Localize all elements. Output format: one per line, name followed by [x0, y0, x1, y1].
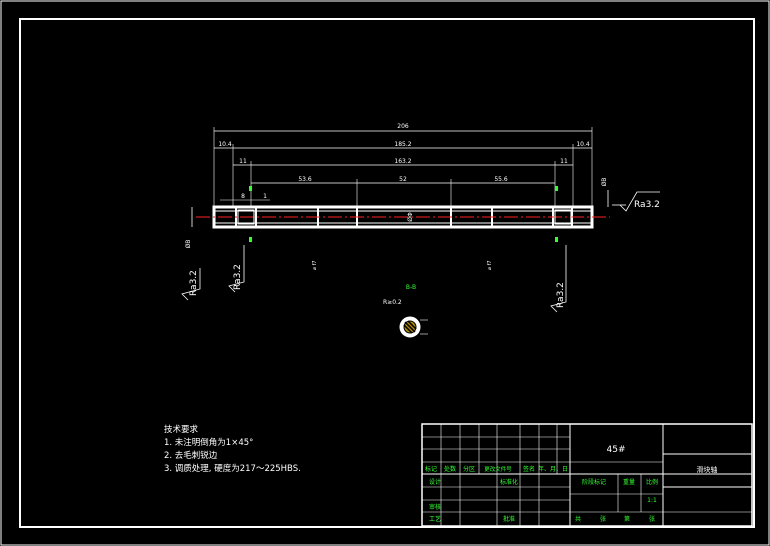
roughness-right-mid: Ra3.2 [550, 245, 567, 313]
dim-center-span: 163.2 [394, 158, 411, 165]
svg-text:分区: 分区 [463, 465, 475, 473]
svg-text:1:1: 1:1 [647, 497, 657, 504]
section-view: B-B R≥0.2 [383, 284, 428, 338]
dim-left-end: 10.4 [218, 141, 232, 148]
dim-small1: 8 [241, 193, 245, 200]
dim-small2: 1 [263, 193, 267, 200]
shaft-view [196, 205, 610, 229]
roughness-left-mid: Ra3.2 [228, 245, 245, 293]
svg-text:阶段标记: 阶段标记 [582, 478, 606, 486]
svg-text:Ra3.2: Ra3.2 [189, 270, 199, 296]
dim-end-dia-left: ØB [185, 240, 192, 249]
dim-mid-dia: ØΦ [407, 212, 414, 222]
section-note: R≥0.2 [383, 299, 402, 306]
svg-text:比例: 比例 [646, 478, 658, 486]
svg-text:审核: 审核 [429, 503, 441, 511]
section-marker [249, 186, 252, 191]
svg-text:张: 张 [600, 515, 606, 523]
svg-text:标记: 标记 [425, 465, 437, 473]
note-item: 1. 未注明倒角为1×45° [164, 438, 254, 448]
svg-text:设计: 设计 [429, 478, 441, 486]
svg-text:Ra3.2: Ra3.2 [233, 264, 243, 290]
section-marker [555, 186, 558, 191]
svg-text:处数: 处数 [444, 465, 456, 473]
svg-text:标准化: 标准化 [500, 478, 518, 486]
svg-text:签名: 签名 [523, 465, 535, 473]
section-label: B-B [406, 284, 416, 291]
dimensions: 206 10.4 185.2 10.4 11 163.2 11 53.6 52 … [185, 123, 609, 249]
dim-seg3: 55.6 [494, 176, 508, 183]
svg-text:Ra3.2: Ra3.2 [556, 282, 566, 308]
drawing-frame [19, 18, 755, 528]
section-marker [555, 237, 558, 242]
dim-right-end: 10.4 [576, 141, 590, 148]
section-marker [249, 237, 252, 242]
dim-right-step: 11 [560, 158, 568, 165]
tolerance-label: ⌀ f7 [312, 260, 318, 270]
dim-seg2: 52 [399, 176, 407, 183]
notes-heading: 技术要求 [164, 425, 199, 435]
svg-text:Ra3.2: Ra3.2 [634, 200, 660, 210]
dim-between: 185.2 [394, 141, 411, 148]
tolerance-label: ⌀ f7 [487, 260, 493, 270]
roughness-left: Ra3.2 [181, 268, 201, 301]
svg-text:工艺: 工艺 [429, 515, 441, 523]
note-item: 3. 调质处理, 硬度为217～225HBS. [164, 464, 301, 474]
dim-seg1: 53.6 [298, 176, 312, 183]
part-name: 滑块轴 [697, 465, 718, 474]
dim-overall: 206 [397, 123, 409, 130]
svg-text:重量: 重量 [623, 478, 635, 486]
roughness-right: Ra3.2 [612, 191, 660, 212]
svg-text:第: 第 [624, 515, 630, 523]
note-item: 2. 去毛刺锐边 [164, 451, 218, 461]
technical-notes: 技术要求 1. 未注明倒角为1×45° 2. 去毛刺锐边 3. 调质处理, 硬度… [164, 424, 301, 476]
svg-text:年、月、日: 年、月、日 [538, 465, 568, 473]
dim-left-step: 11 [239, 158, 247, 165]
svg-text:共: 共 [575, 515, 581, 523]
svg-text:张: 张 [649, 515, 655, 523]
dim-end-dia-right: ØB [601, 178, 608, 187]
svg-text:更改文件号: 更改文件号 [484, 465, 512, 473]
material-label: 45# [607, 445, 626, 455]
svg-text:批准: 批准 [503, 515, 515, 523]
title-block: 45# 滑块轴 标记 处数 分区 更改文件号 签名 年、月、日 设计 标准化 审… [421, 423, 753, 527]
